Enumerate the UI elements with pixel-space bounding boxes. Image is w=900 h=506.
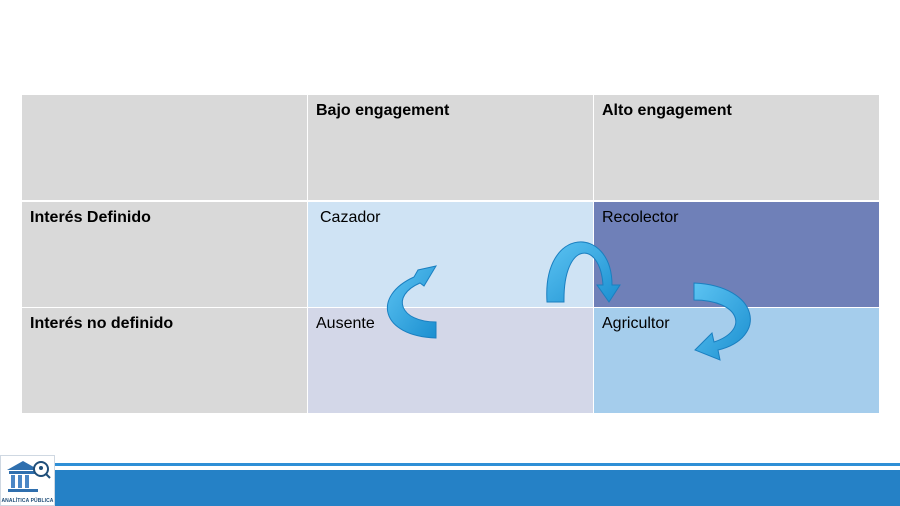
corner-cell — [22, 95, 307, 200]
cell-agricultor: Agricultor — [594, 308, 879, 413]
cell-recolector: Recolector — [594, 202, 879, 307]
footer-accent-line — [0, 463, 900, 466]
cell-ausente: Ausente — [308, 308, 593, 413]
engagement-matrix: Bajo engagement Alto engagement Interés … — [22, 95, 879, 413]
row-header-definido: Interés Definido — [22, 202, 307, 307]
col-header-alto: Alto engagement — [594, 95, 879, 200]
analitica-publica-logo: ANALÍTICA PÚBLICA — [0, 455, 55, 506]
cell-cazador: Cazador — [308, 202, 593, 307]
row-header-no-definido: Interés no definido — [22, 308, 307, 413]
institution-icon — [7, 461, 51, 492]
logo-text: ANALÍTICA PÚBLICA — [1, 498, 54, 504]
col-header-bajo: Bajo engagement — [308, 95, 593, 200]
footer-bar — [0, 470, 900, 506]
